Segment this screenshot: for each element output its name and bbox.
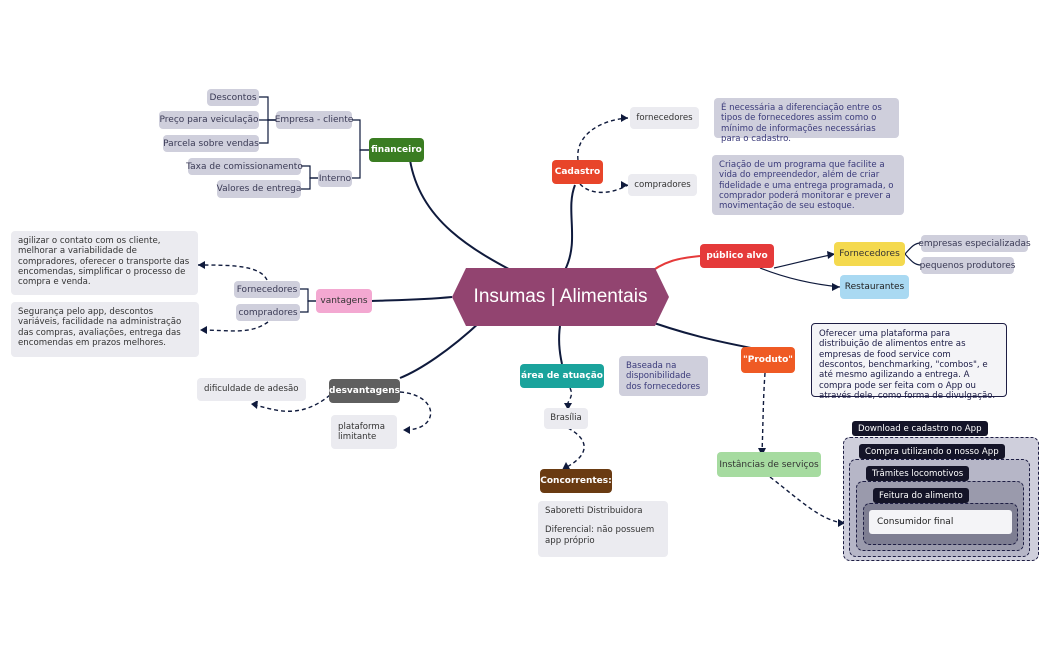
produto-label: "Produto" [743, 355, 793, 365]
consumidor-final-label: Consumidor final [877, 517, 954, 527]
preco-veiculacao-node[interactable]: Preço para veiculação [159, 111, 259, 129]
pequenos-produtores-node[interactable]: pequenos produtores [919, 257, 1016, 274]
produto-text-content: Oferecer uma plataforma para distribuiçã… [819, 329, 996, 401]
desvantagens-node[interactable]: desvantagens [329, 379, 400, 403]
descontos-label: Descontos [209, 92, 257, 103]
fornecedores-vantagens-text-content: agilizar o contato com os cliente, melho… [18, 236, 190, 288]
interno-label: Interno [318, 173, 352, 184]
valores-entrega-node[interactable]: Valores de entrega [217, 180, 301, 198]
fornecedores-publico-label: Fornecedores [839, 249, 900, 259]
vantagens-node[interactable]: vantagens [316, 289, 372, 313]
concorrentes-text: Saboretti Distribuidora Diferencial: não… [538, 501, 668, 557]
compradores-cadastro-label: compradores [634, 179, 691, 190]
instancias-servicos-node[interactable]: Instâncias de serviços [717, 452, 821, 477]
compradores-vantagens-text: Segurança pelo app, descontos variáveis,… [11, 302, 199, 357]
vantagens-label: vantagens [320, 296, 368, 306]
brasilia-label: Brasília [550, 413, 582, 424]
plataforma-limitante-node[interactable]: plataforma limitante [331, 415, 397, 449]
level-feitura-label: Feitura do alimento [879, 490, 963, 501]
compradores-vantagens-text-content: Segurança pelo app, descontos variáveis,… [18, 307, 182, 348]
compradores-vantagens-label: compradores [238, 307, 298, 318]
empresas-especializadas-label: empresas especializadas [918, 238, 1031, 249]
level-download-tag[interactable]: Download e cadastro no App [852, 421, 988, 436]
fornecedores-vantagens-node[interactable]: Fornecedores [234, 281, 300, 298]
cadastro-label: Cadastro [554, 167, 601, 177]
parcela-vendas-node[interactable]: Parcela sobre vendas [163, 135, 259, 152]
empresa-cliente-label: Empresa - cliente [274, 115, 354, 125]
area-atuacao-note-content: Baseada na disponibilidade dos fornecedo… [626, 361, 701, 392]
brasilia-node[interactable]: Brasília [544, 408, 588, 429]
level-download-label: Download e cadastro no App [858, 423, 982, 434]
publico-alvo-label: público alvo [706, 251, 768, 261]
concorrentes-label: Concorrentes: [540, 476, 612, 486]
level-feitura-tag[interactable]: Feitura do alimento [873, 488, 969, 503]
area-atuacao-note: Baseada na disponibilidade dos fornecedo… [619, 356, 708, 396]
plataforma-limitante-label: plataforma limitante [338, 421, 386, 442]
concorrentes-text-line1: Saboretti Distribuidora [545, 506, 643, 516]
instancias-servicos-label: Instâncias de serviços [719, 459, 819, 470]
fornecedores-publico-node[interactable]: Fornecedores [834, 242, 905, 266]
parcela-vendas-label: Parcela sobre vendas [163, 138, 259, 149]
dificuldade-adesao-node[interactable]: dificuldade de adesão [197, 378, 306, 401]
cadastro-node[interactable]: Cadastro [552, 160, 603, 184]
fornecedores-cadastro-text-content: É necessária a diferenciação entre os ti… [721, 103, 882, 144]
publico-alvo-node[interactable]: público alvo [700, 244, 774, 268]
fornecedores-cadastro-node[interactable]: fornecedores [630, 107, 699, 129]
concorrentes-text-line2: Diferencial: não possuem app próprio [545, 525, 655, 546]
preco-veiculacao-label: Preço para veiculação [159, 115, 259, 125]
produto-text: Oferecer uma plataforma para distribuiçã… [811, 323, 1007, 401]
area-atuacao-node[interactable]: área de atuação [520, 364, 604, 388]
fornecedores-cadastro-label: fornecedores [636, 112, 693, 123]
empresas-especializadas-node[interactable]: empresas especializadas [918, 235, 1031, 252]
level-tramites-label: Trâmites locomotivos [872, 468, 964, 479]
desvantagens-label: desvantagens [329, 386, 400, 396]
restaurantes-label: Restaurantes [844, 282, 905, 292]
level-compra-label: Compra utilizando o nosso App [865, 446, 999, 457]
consumidor-final-node[interactable]: Consumidor final [869, 510, 1012, 534]
empresa-cliente-node[interactable]: Empresa - cliente [274, 111, 354, 129]
descontos-node[interactable]: Descontos [207, 89, 259, 106]
central-topic[interactable]: Insumas | Alimentais [452, 268, 669, 326]
compradores-cadastro-node[interactable]: compradores [628, 174, 697, 196]
compradores-cadastro-text-content: Criação de um programa que facilite a vi… [719, 160, 894, 212]
taxa-comissionamento-label: Taxa de comissionamento [186, 161, 303, 172]
fornecedores-cadastro-text: É necessária a diferenciação entre os ti… [714, 98, 899, 144]
fornecedores-vantagens-label: Fornecedores [236, 284, 298, 295]
restaurantes-node[interactable]: Restaurantes [840, 275, 909, 299]
concorrentes-node[interactable]: Concorrentes: [540, 469, 612, 493]
fornecedores-vantagens-text: agilizar o contato com os cliente, melho… [11, 231, 198, 295]
level-tramites-tag[interactable]: Trâmites locomotivos [866, 466, 970, 481]
valores-entrega-label: Valores de entrega [216, 184, 302, 194]
financeiro-label: financeiro [371, 145, 422, 155]
level-compra-tag[interactable]: Compra utilizando o nosso App [859, 444, 1005, 459]
compradores-cadastro-text: Criação de um programa que facilite a vi… [712, 155, 904, 215]
central-hexagon-shape [452, 268, 669, 326]
interno-node[interactable]: Interno [318, 170, 352, 187]
compradores-vantagens-node[interactable]: compradores [236, 304, 300, 321]
produto-node[interactable]: "Produto" [741, 347, 795, 373]
pequenos-produtores-label: pequenos produtores [919, 260, 1016, 271]
area-atuacao-label: área de atuação [521, 371, 603, 381]
financeiro-node[interactable]: financeiro [369, 138, 424, 162]
central-topic-label: Insumas | Alimentais [473, 286, 648, 307]
taxa-comissionamento-node[interactable]: Taxa de comissionamento [186, 158, 303, 175]
dificuldade-adesao-label: dificuldade de adesão [204, 384, 299, 395]
